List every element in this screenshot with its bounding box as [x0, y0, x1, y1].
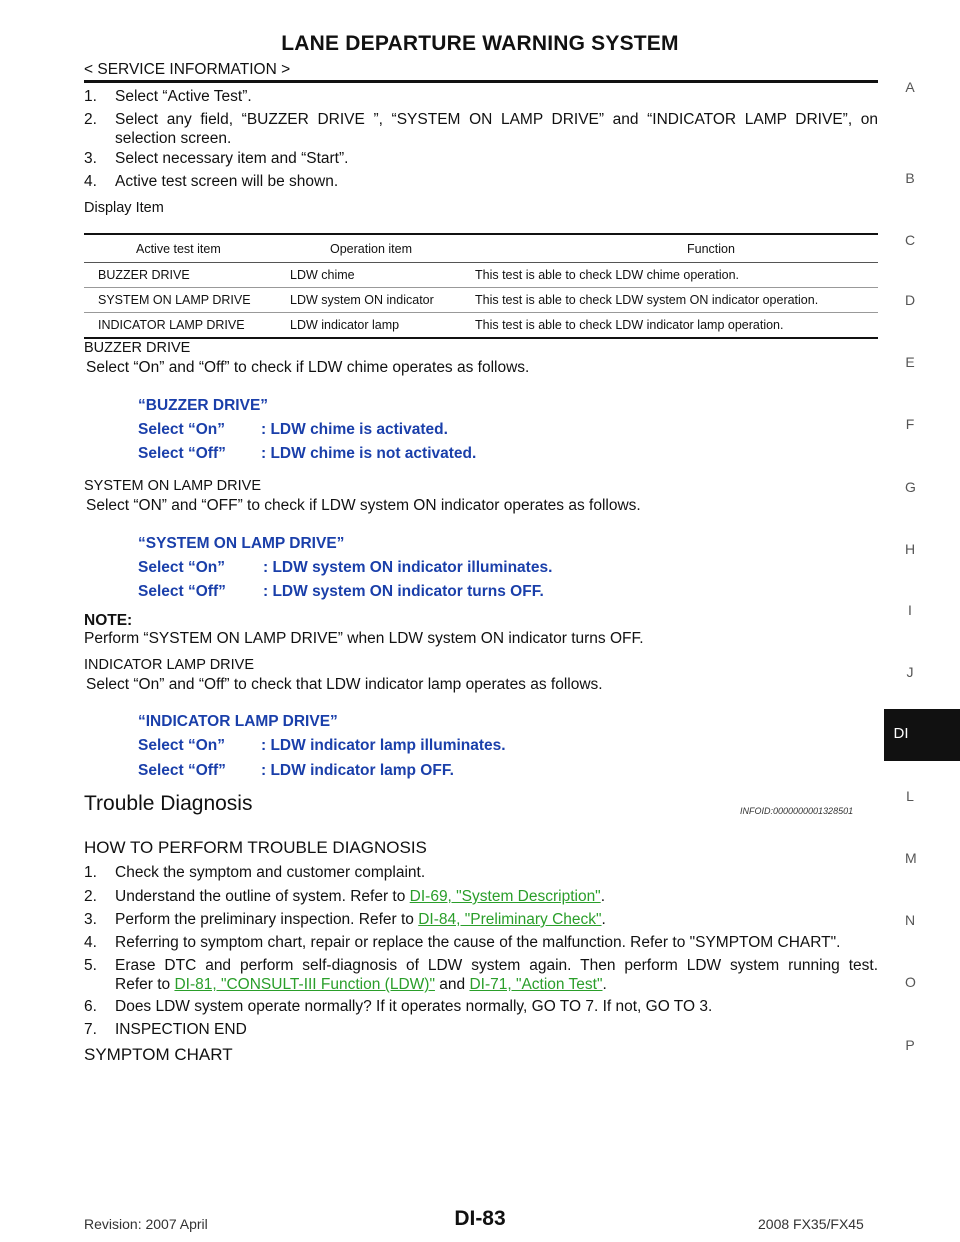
buzzer-desc: Select “On” and “Off” to check if LDW ch…	[86, 359, 530, 376]
buzzer-off-label: Select “Off”	[138, 445, 226, 462]
system-on-box-title: “SYSTEM ON LAMP DRIVE”	[138, 535, 345, 552]
system-on-on-label: Select “On”	[138, 559, 225, 576]
indicator-on-value: : LDW indicator lamp illuminates.	[261, 737, 506, 754]
buzzer-box-title: “BUZZER DRIVE”	[138, 397, 269, 414]
buzzer-on-label: Select “On”	[138, 421, 225, 438]
side-index-h[interactable]: H	[905, 541, 916, 557]
section-title-trouble-diagnosis: Trouble Diagnosis	[84, 792, 253, 815]
side-index-c[interactable]: C	[905, 232, 916, 248]
indicator-desc: Select “On” and “Off” to check that LDW …	[86, 676, 603, 693]
diag-step-1: 1. Check the symptom and customer compla…	[84, 864, 426, 881]
side-tab-di[interactable]: DI	[884, 709, 960, 761]
system-on-off-label: Select “Off”	[138, 583, 226, 600]
link-action-test[interactable]: DI-71, "Action Test"	[469, 976, 603, 993]
how-to-heading: HOW TO PERFORM TROUBLE DIAGNOSIS	[84, 838, 427, 857]
diag-step-7: 7. INSPECTION END	[84, 1021, 247, 1038]
table-row: BUZZER DRIVE LDW chime This test is able…	[84, 262, 878, 288]
side-index-g[interactable]: G	[905, 479, 916, 495]
link-consult-function[interactable]: DI-81, "CONSULT-III Function (LDW)"	[174, 976, 435, 993]
breadcrumb: < SERVICE INFORMATION >	[84, 61, 291, 78]
note-label: NOTE:	[84, 612, 133, 629]
note-text: Perform “SYSTEM ON LAMP DRIVE” when LDW …	[84, 630, 644, 647]
diag-step-5: 5. Erase DTC and perform self-diagnosis …	[84, 957, 878, 993]
header-rule	[84, 80, 878, 83]
side-index-b[interactable]: B	[905, 170, 915, 186]
indicator-off-label: Select “Off”	[138, 762, 226, 779]
table-header-row: Active test item Operation item Function	[84, 233, 878, 263]
diag-step-6: 6. Does LDW system operate normally? If …	[84, 998, 713, 1015]
system-on-off-value: : LDW system ON indicator turns OFF.	[263, 583, 544, 600]
system-on-heading: SYSTEM ON LAMP DRIVE	[84, 478, 261, 494]
table-header: Operation item	[290, 233, 475, 263]
side-index-a[interactable]: A	[905, 79, 915, 95]
step-4: 4. Active test screen will be shown.	[84, 173, 339, 190]
side-index-p[interactable]: P	[905, 1037, 915, 1053]
buzzer-on-value: : LDW chime is activated.	[261, 421, 448, 438]
table-row: SYSTEM ON LAMP DRIVE LDW system ON indic…	[84, 287, 878, 313]
side-index-n[interactable]: N	[905, 912, 916, 928]
indicator-on-label: Select “On”	[138, 737, 225, 754]
model-text: 2008 FX35/FX45	[758, 1216, 864, 1232]
info-id: INFOID:0000000001328501	[740, 806, 854, 816]
step-2: 2. Select any field, “BUZZER DRIVE ”, “S…	[84, 111, 878, 147]
page-number: DI-83	[454, 1207, 506, 1230]
side-index-m[interactable]: M	[905, 850, 917, 866]
side-index-e[interactable]: E	[905, 354, 915, 370]
step-3: 3. Select necessary item and “Start”.	[84, 150, 349, 167]
indicator-heading: INDICATOR LAMP DRIVE	[84, 657, 255, 673]
system-on-on-value: : LDW system ON indicator illuminates.	[263, 559, 553, 576]
table-header: Function	[475, 233, 878, 263]
link-system-description[interactable]: DI-69, "System Description"	[409, 888, 601, 905]
side-index-d[interactable]: D	[905, 292, 916, 308]
symptom-chart-heading: SYMPTOM CHART	[84, 1045, 233, 1064]
side-index-l[interactable]: L	[906, 788, 914, 804]
buzzer-heading: BUZZER DRIVE	[84, 340, 191, 356]
indicator-off-value: : LDW indicator lamp OFF.	[261, 762, 454, 779]
display-item-table: Active test item Operation item Function…	[84, 233, 878, 339]
table-header: Active test item	[84, 233, 290, 263]
link-preliminary-check[interactable]: DI-84, "Preliminary Check"	[418, 911, 602, 928]
revision-text: Revision: 2007 April	[84, 1216, 208, 1232]
buzzer-off-value: : LDW chime is not activated.	[261, 445, 477, 462]
side-index-j[interactable]: J	[906, 664, 914, 680]
table-row: INDICATOR LAMP DRIVE LDW indicator lamp …	[84, 312, 878, 339]
side-index-i[interactable]: I	[908, 602, 912, 618]
display-item-label: Display Item	[84, 200, 164, 216]
diag-step-3: 3. Perform the preliminary inspection. R…	[84, 911, 606, 928]
indicator-box-title: “INDICATOR LAMP DRIVE”	[138, 713, 338, 730]
page-title: LANE DEPARTURE WARNING SYSTEM	[281, 32, 679, 55]
diag-step-4: 4. Referring to symptom chart, repair or…	[84, 934, 841, 951]
step-1: 1. Select “Active Test”.	[84, 88, 252, 105]
system-on-desc: Select “ON” and “OFF” to check if LDW sy…	[86, 497, 641, 514]
diag-step-2: 2. Understand the outline of system. Ref…	[84, 888, 606, 905]
side-index-o[interactable]: O	[905, 974, 916, 990]
side-index-f[interactable]: F	[905, 416, 915, 432]
